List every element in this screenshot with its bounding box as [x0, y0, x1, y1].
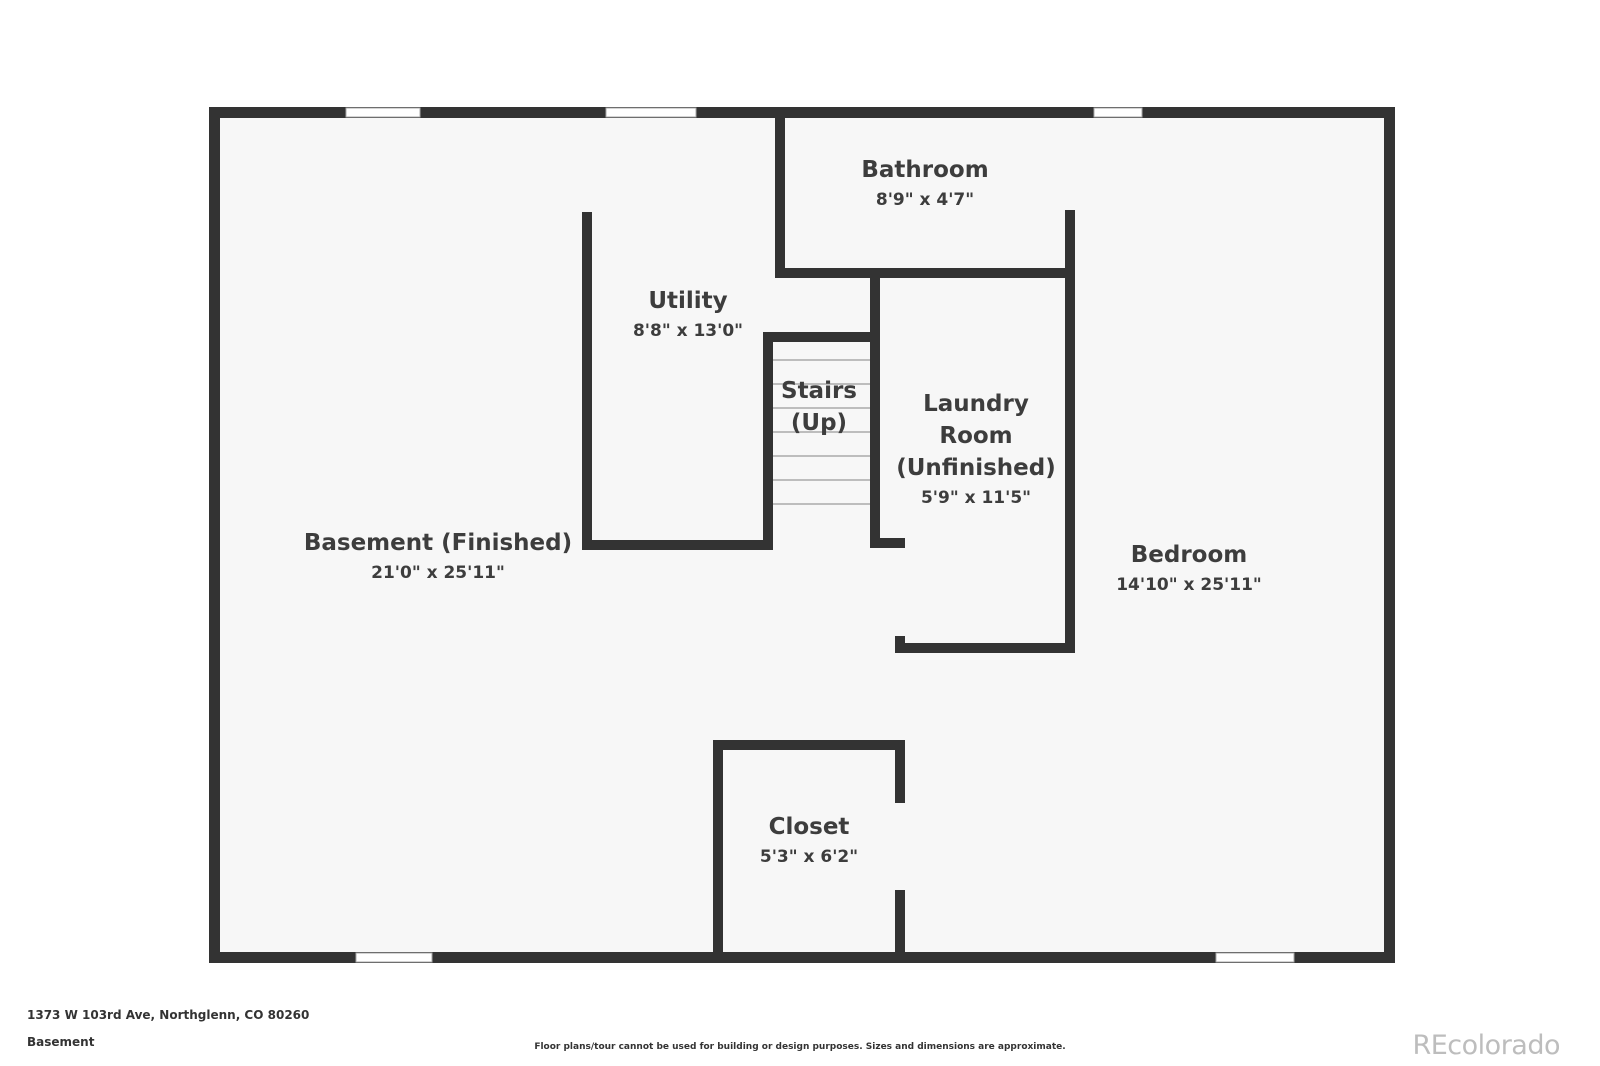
wall-laundry-corner — [895, 636, 905, 653]
wall-stairs-left — [763, 332, 773, 550]
window-top-3 — [1093, 107, 1143, 118]
window-bottom-1 — [355, 952, 433, 963]
wall-outer-right — [1384, 107, 1395, 963]
room-dimensions-bedroom: 14'10" x 25'11" — [1116, 575, 1262, 595]
wall-utility-left — [582, 212, 592, 550]
room-name-stairs: Stairs — [781, 378, 857, 404]
wall-bathroom-bottom — [775, 268, 1075, 278]
window-top-2 — [605, 107, 697, 118]
window-bottom-2 — [1215, 952, 1295, 963]
wall-closet-right-lower — [895, 890, 905, 962]
room-name-basement: Basement (Finished) — [304, 530, 572, 556]
wall-laundry-left — [870, 268, 880, 548]
room-labels: Basement (Finished) 21'0" x 25'11" Utility… — [304, 157, 1262, 867]
room-name-closet: Closet — [769, 814, 850, 840]
wall-outer-left — [209, 107, 220, 963]
wall-bathroom-left — [775, 118, 785, 278]
wall-outer-top — [209, 107, 1395, 118]
wall-bathroom-right — [1065, 210, 1075, 278]
wall-closet-left — [713, 740, 723, 962]
wall-closet-top — [713, 740, 905, 750]
room-label-bedroom: Bedroom 14'10" x 25'11" — [1116, 542, 1262, 595]
stairs-treads — [773, 359, 870, 505]
room-dimensions-laundry: 5'9" x 11'5" — [921, 488, 1031, 508]
room-dimensions-bathroom: 8'9" x 4'7" — [876, 190, 974, 210]
room-name-laundry: (Unfinished) — [896, 455, 1056, 481]
room-dimensions-closet: 5'3" x 6'2" — [760, 847, 858, 867]
room-label-stairs: Stairs (Up) — [781, 378, 857, 436]
window-top-1 — [345, 107, 421, 118]
room-name-stairs: (Up) — [791, 410, 847, 436]
room-label-bathroom: Bathroom 8'9" x 4'7" — [861, 157, 988, 210]
property-address: 1373 W 103rd Ave, Northglenn, CO 80260 — [27, 1008, 310, 1022]
disclaimer-text: Floor plans/tour cannot be used for buil… — [534, 1042, 1066, 1052]
room-label-closet: Closet 5'3" x 6'2" — [760, 814, 858, 867]
room-label-basement: Basement (Finished) 21'0" x 25'11" — [304, 530, 572, 583]
walls — [209, 107, 1395, 963]
floor-level-label: Basement — [27, 1035, 95, 1049]
room-dimensions-utility: 8'8" x 13'0" — [633, 321, 743, 341]
brand-logo: REcolorado — [1412, 1030, 1560, 1061]
room-name-utility: Utility — [648, 288, 727, 314]
wall-laundry-right — [1065, 268, 1075, 653]
floor-plan: Basement (Finished) 21'0" x 25'11" Utility… — [209, 107, 1395, 963]
floor-fill — [215, 118, 1392, 956]
wall-outer-bottom — [209, 952, 1395, 963]
room-name-bathroom: Bathroom — [861, 157, 988, 183]
wall-closet-right-upper — [895, 740, 905, 803]
room-name-laundry: Room — [939, 423, 1012, 449]
room-name-laundry: Laundry — [923, 391, 1029, 417]
room-name-bedroom: Bedroom — [1131, 542, 1248, 568]
wall-stairs-top — [763, 332, 875, 342]
room-dimensions-basement: 21'0" x 25'11" — [371, 563, 505, 583]
windows — [345, 107, 1295, 963]
room-label-utility: Utility 8'8" x 13'0" — [633, 288, 743, 341]
wall-laundry-step — [870, 538, 905, 548]
wall-laundry-bottom — [895, 643, 1075, 653]
wall-utility-bottom — [582, 540, 773, 550]
